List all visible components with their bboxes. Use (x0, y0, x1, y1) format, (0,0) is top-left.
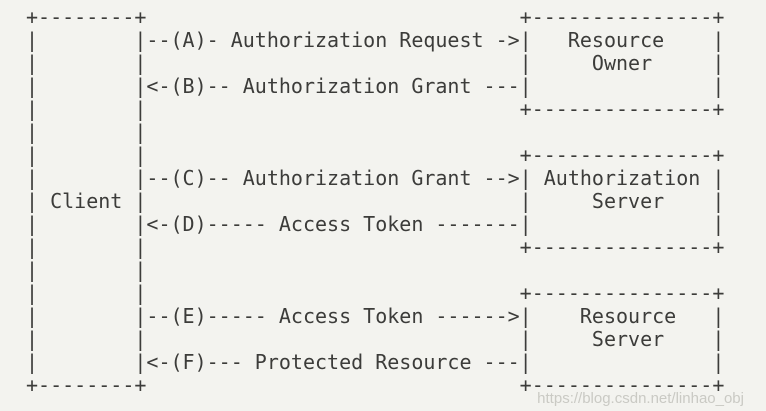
oauth-abstract-flow-ascii-diagram: +--------+ +---------------+ | |--(A)- A… (26, 5, 725, 397)
